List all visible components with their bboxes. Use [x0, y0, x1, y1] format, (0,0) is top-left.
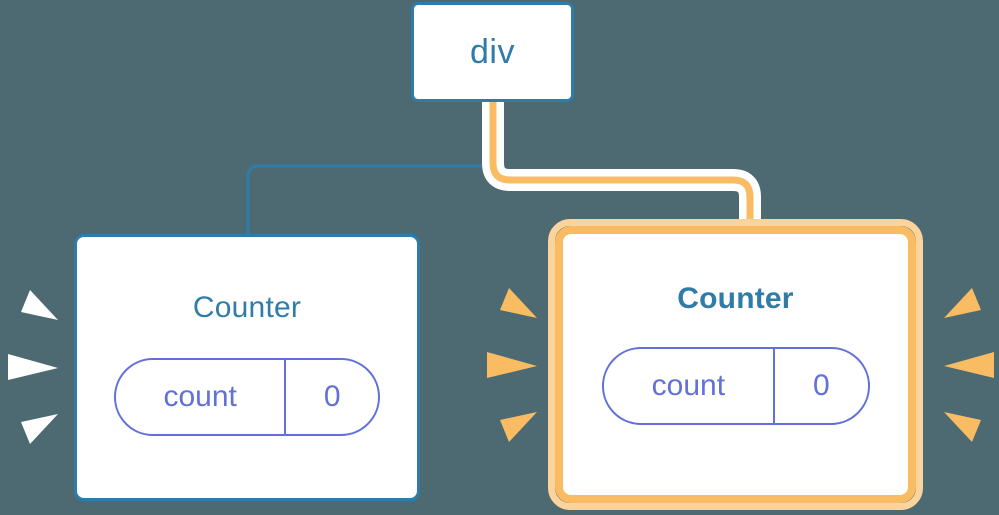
sparkle-burst-left-white: [8, 282, 70, 452]
sparkle-wedge-icon: [500, 288, 537, 318]
counter-node-left[interactable]: Counter count 0: [74, 234, 420, 501]
state-value-cell: 0: [775, 349, 867, 423]
counter-node-right[interactable]: Counter count 0: [548, 219, 923, 510]
sparkle-wedge-icon: [944, 352, 994, 378]
sparkle-wedge-icon: [21, 414, 58, 444]
state-key-cell: count: [604, 349, 776, 423]
sparkle-wedge-icon: [21, 290, 58, 320]
edge-div-to-counter-left: [246, 100, 495, 236]
counter-node-right-title: Counter: [677, 282, 794, 315]
sparkle-wedge-icon: [944, 288, 981, 318]
counter-node-right-state-pill: count 0: [601, 347, 870, 425]
state-key-label: count: [651, 369, 726, 402]
counter-node-left-state-pill: count 0: [114, 358, 380, 436]
div-node-label: div: [470, 33, 515, 71]
sparkle-wedge-icon: [944, 412, 981, 442]
sparkle-wedge-icon: [487, 352, 537, 378]
sparkle-burst-right-node-left-side: [487, 280, 549, 450]
div-node[interactable]: div: [411, 2, 574, 102]
state-value-cell: 0: [286, 360, 378, 434]
state-value-label: 0: [323, 380, 341, 413]
state-key-cell: count: [116, 360, 287, 434]
counter-node-right-body: Counter count 0: [555, 226, 916, 503]
counter-node-left-title: Counter: [192, 291, 302, 324]
sparkle-wedge-icon: [8, 354, 58, 380]
state-key-label: count: [163, 380, 237, 413]
state-value-label: 0: [813, 369, 830, 402]
sparkle-wedge-icon: [500, 412, 537, 442]
sparkle-burst-right-node-right-side: [932, 280, 994, 450]
